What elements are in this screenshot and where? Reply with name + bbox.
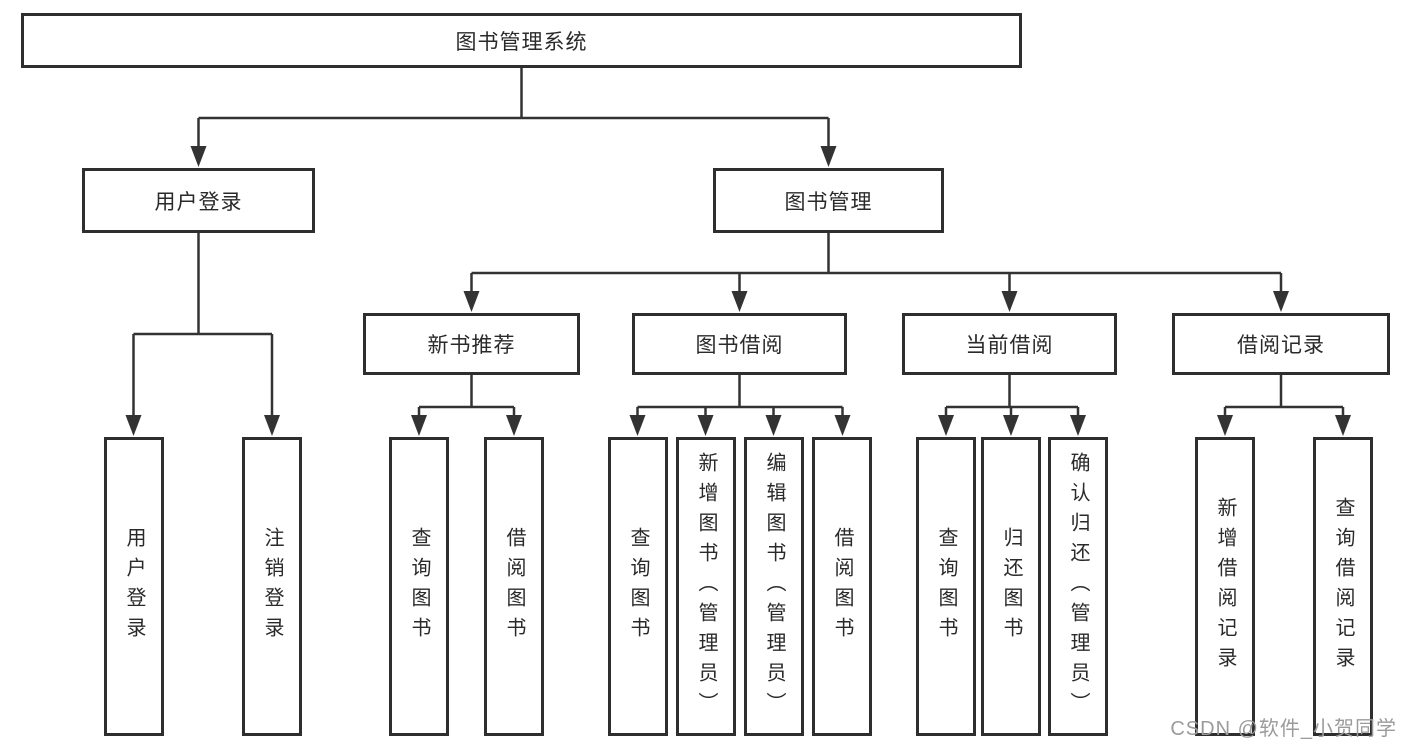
node-user-login: 用户登录: [82, 168, 315, 233]
arrowhead-icon: [697, 415, 714, 436]
arrowhead-icon: [125, 415, 142, 436]
leaf-borrow-borrow-books: 借阅图书: [812, 437, 872, 736]
node-new-book-recommend: 新书推荐: [363, 313, 580, 375]
node-borrow-records: 借阅记录: [1172, 313, 1390, 375]
arrowhead-icon: [411, 415, 427, 436]
leaf-records-add-record: 新增借阅记录: [1195, 437, 1255, 736]
arrowhead-icon: [1335, 415, 1351, 436]
connector-root-to-level2: [197, 68, 830, 157]
leaf-records-query-record: 查询借阅记录: [1313, 437, 1373, 736]
connector-book-management-children: [470, 233, 1283, 302]
arrowhead-icon: [1003, 415, 1019, 436]
arrowhead-icon: [834, 415, 851, 436]
leaf-user-login: 用户登录: [104, 437, 164, 736]
arrowhead-icon: [629, 415, 646, 436]
arrowhead-icon: [1001, 291, 1018, 312]
arrowhead-icon: [731, 291, 748, 312]
arrowhead-icon: [938, 415, 954, 436]
node-root: 图书管理系统: [21, 13, 1022, 68]
node-book-management: 图书管理: [713, 168, 944, 233]
leaf-current-return-books: 归还图书: [981, 437, 1041, 736]
arrowhead-icon: [1217, 415, 1233, 436]
connector-book-borrowing-children: [636, 375, 844, 426]
leaf-borrow-add-books-admin: 新增图书（管理员）: [676, 437, 736, 736]
arrowhead-icon: [1070, 415, 1086, 436]
leaf-current-query-books: 查询图书: [916, 437, 976, 736]
leaf-current-confirm-return-admin: 确认归还（管理员）: [1048, 437, 1108, 736]
arrowhead-icon: [1273, 291, 1289, 312]
arrowhead-icon: [190, 146, 207, 167]
connector-user-login-children: [132, 233, 274, 426]
arrowhead-icon: [506, 415, 522, 436]
arrowhead-icon: [463, 291, 480, 312]
csdn-watermark: CSDN @软件_小贺同学: [1170, 718, 1397, 740]
leaf-newrec-borrow-books: 借阅图书: [484, 437, 544, 736]
arrowhead-icon: [765, 415, 782, 436]
leaf-newrec-query-books: 查询图书: [389, 437, 449, 736]
node-book-borrowing: 图书借阅: [632, 313, 847, 375]
connector-borrow-records-children: [1223, 375, 1345, 426]
leaf-logout: 注销登录: [242, 437, 302, 736]
connector-new-book-recommend-children: [417, 375, 516, 426]
arrowhead-icon: [264, 415, 280, 436]
arrowhead-icon: [820, 146, 837, 167]
leaf-borrow-edit-books-admin: 编辑图书（管理员）: [744, 437, 804, 736]
leaf-borrow-query-books: 查询图书: [608, 437, 668, 736]
node-current-borrowing: 当前借阅: [902, 313, 1117, 375]
